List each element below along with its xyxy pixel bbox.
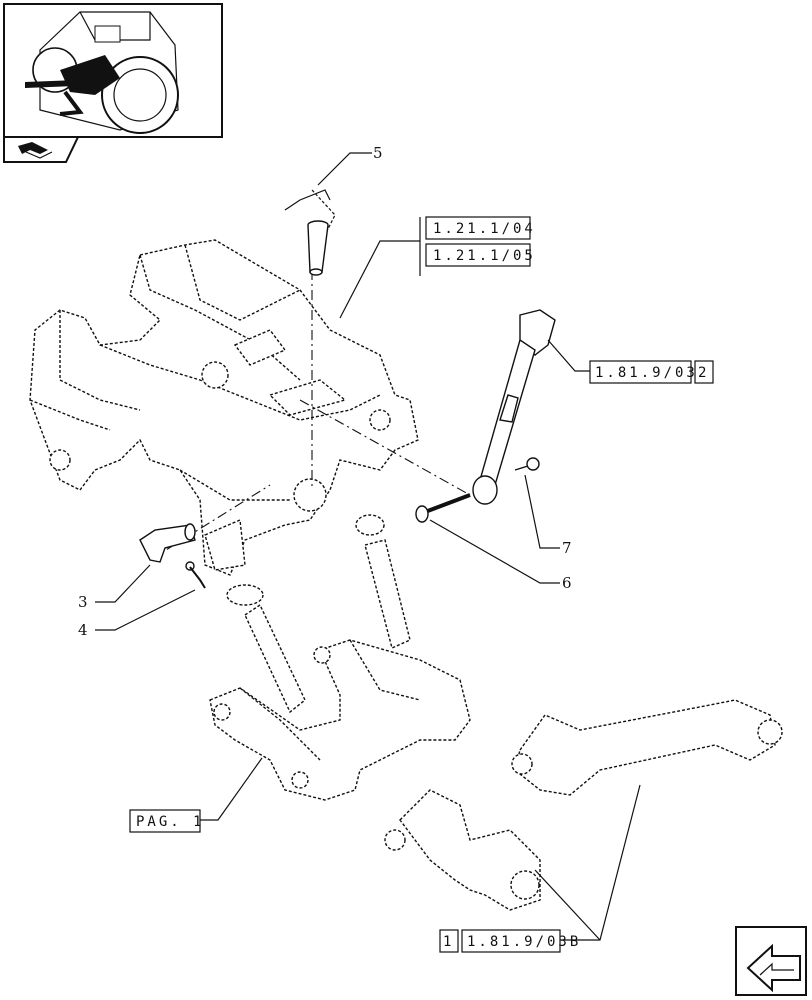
- svg-text:1.21.1/05: 1.21.1/05: [433, 248, 536, 264]
- part-7-clip[interactable]: [514, 457, 540, 471]
- callout-7: 7: [562, 539, 572, 557]
- lower-arm: [511, 699, 783, 796]
- ref-1-81-9-03b[interactable]: 1 1.81.9/03B: [439, 929, 581, 953]
- svg-text:1.81.9/03B: 1.81.9/03B: [467, 934, 581, 950]
- lower-hitch-body: [209, 639, 471, 801]
- ref-1-21-1-04[interactable]: 1.21.1/04: [425, 216, 536, 240]
- ref-1-21-1-05[interactable]: 1.21.1/05: [425, 243, 536, 267]
- callout-5: 5: [373, 144, 383, 162]
- svg-text:1.81.9/03C: 1.81.9/03C: [595, 365, 709, 381]
- front-hitch-frame: [29, 239, 419, 576]
- svg-text:2: 2: [698, 365, 709, 381]
- part-6-pin[interactable]: [415, 493, 471, 523]
- top-link[interactable]: [472, 309, 556, 505]
- svg-text:PAG. 1: PAG. 1: [136, 814, 205, 830]
- ref-pag-1[interactable]: PAG. 1: [129, 809, 205, 833]
- svg-text:1: 1: [443, 934, 454, 950]
- part-5-lift-pin[interactable]: [284, 189, 336, 276]
- lift-cylinder-right: [355, 514, 411, 649]
- svg-text:1.21.1/04: 1.21.1/04: [433, 221, 536, 237]
- part-4-clip[interactable]: [185, 561, 206, 589]
- tractor-thumbnail-icon: [3, 3, 223, 138]
- callout-6: 6: [562, 574, 572, 592]
- ref-1-81-9-03c[interactable]: 1.81.9/03C 2: [589, 360, 714, 384]
- lower-bracket: [384, 789, 541, 911]
- callout-4: 4: [78, 621, 88, 639]
- next-page-arrow-icon[interactable]: [735, 926, 807, 996]
- lift-cylinder-left: [226, 584, 306, 714]
- part-3-pin[interactable]: [139, 523, 196, 563]
- leader-lines: [95, 152, 641, 941]
- section-marker-icon[interactable]: [3, 136, 80, 163]
- callout-3: 3: [78, 593, 88, 611]
- center-lines: [149, 270, 471, 561]
